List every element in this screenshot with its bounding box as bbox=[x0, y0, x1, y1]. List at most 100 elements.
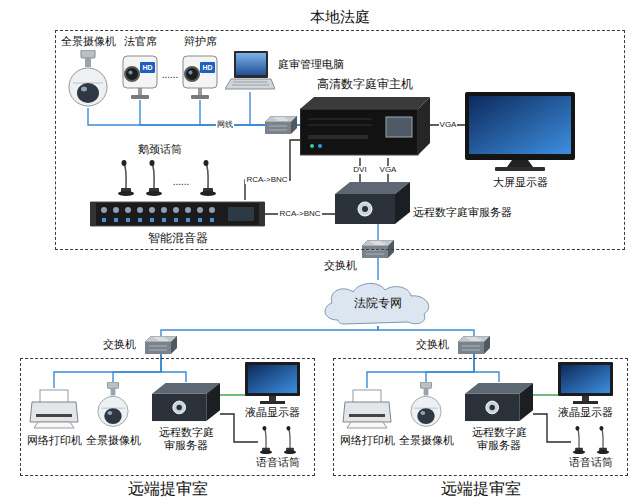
mic-icon bbox=[200, 160, 216, 196]
network-connector bbox=[220, 414, 258, 442]
device-label: 智能混音器 bbox=[148, 231, 208, 245]
device-label: 辩护席 bbox=[184, 35, 217, 48]
device-node: 鹅颈话筒 bbox=[118, 160, 216, 196]
device-label: 远程数字庭审服务器 bbox=[413, 206, 512, 219]
camera-icon bbox=[69, 50, 107, 106]
device-label: 高清数字庭审主机 bbox=[317, 77, 413, 91]
device-label: 法院专网 bbox=[354, 296, 402, 310]
device-node: 交换机 bbox=[362, 240, 394, 258]
device-node: 远程数字庭审服务器 bbox=[335, 182, 410, 224]
camera-icon bbox=[123, 56, 157, 99]
network-cloud: 法院专网 bbox=[318, 280, 438, 326]
signal-label: RCA->BNC bbox=[245, 176, 288, 185]
printer-icon bbox=[30, 390, 78, 428]
device-label: 语音话筒 bbox=[256, 456, 300, 469]
region-title: 远端提审室 bbox=[441, 479, 521, 498]
device-node: 网络打印机 bbox=[341, 388, 393, 430]
device-label: 交换机 bbox=[416, 338, 449, 351]
signal-label: VGA bbox=[379, 166, 398, 175]
signal-label: DVI bbox=[352, 166, 367, 175]
device-label: 网络打印机 bbox=[27, 434, 82, 447]
mic-icon bbox=[597, 426, 609, 454]
device-label: 液晶显示器 bbox=[245, 406, 300, 419]
device-node: 语音话筒 bbox=[571, 426, 611, 454]
device-node: 智能混音器 bbox=[90, 200, 265, 228]
switch-icon bbox=[458, 336, 490, 354]
device-label: 全景摄像机 bbox=[61, 35, 116, 48]
badge-label: HD bbox=[201, 64, 213, 72]
display-icon bbox=[465, 92, 575, 171]
device-label: 远程数字庭审服务器 bbox=[468, 426, 530, 452]
network-connector bbox=[377, 258, 378, 280]
device-node: 全景摄像机 bbox=[68, 50, 108, 108]
device-node: 全景摄像机 bbox=[409, 382, 443, 428]
printer-icon bbox=[343, 390, 391, 428]
mic-icon bbox=[118, 160, 134, 196]
device-label: 法官席 bbox=[124, 35, 157, 48]
device-label: 全景摄像机 bbox=[86, 434, 141, 447]
network-connector bbox=[533, 394, 558, 395]
server-icon bbox=[152, 383, 220, 421]
mic-icon bbox=[260, 426, 272, 454]
badge-label: HD bbox=[141, 64, 153, 72]
network-connector bbox=[220, 394, 245, 395]
camera-icon bbox=[183, 56, 217, 99]
room-region: 本地法庭全景摄像机法官席辩护席庭审管理电脑高清数字庭审主机大屏显示器鹅颈话筒智能… bbox=[55, 30, 625, 250]
device-label: 语音话筒 bbox=[569, 456, 613, 469]
device-label: 远程数字庭审服务器 bbox=[155, 426, 217, 452]
switch-icon bbox=[145, 336, 177, 354]
network-connector bbox=[377, 224, 378, 240]
device-label: 鹅颈话筒 bbox=[138, 143, 182, 156]
camera-icon bbox=[98, 382, 128, 426]
switch-icon bbox=[265, 116, 297, 134]
host-icon bbox=[300, 97, 430, 155]
region-title: 远端提审室 bbox=[128, 479, 208, 498]
device-label: 大屏显示器 bbox=[493, 176, 548, 189]
device-node: 高清数字庭审主机 bbox=[300, 95, 430, 158]
camera-icon bbox=[411, 382, 441, 426]
mic-icon bbox=[573, 426, 585, 454]
ellipsis-label: ...... bbox=[161, 69, 180, 80]
device-node: 远程数字庭审服务器 bbox=[152, 382, 220, 422]
device-node: 全景摄像机 bbox=[96, 382, 130, 428]
device-node: 网络打印机 bbox=[28, 388, 80, 430]
network-connector bbox=[533, 414, 571, 442]
device-node: 液晶显示器 bbox=[245, 362, 300, 404]
device-node: 大屏显示器 bbox=[465, 92, 575, 172]
mic-icon bbox=[146, 160, 162, 196]
device-node: 交换机 bbox=[458, 336, 490, 354]
switch-icon bbox=[362, 240, 394, 258]
room-region: 远端提审室网络打印机全景摄像机远程数字庭审服务器液晶显示器语音话筒 bbox=[20, 358, 315, 476]
device-label: 液晶显示器 bbox=[558, 406, 613, 419]
mixer-icon bbox=[90, 202, 265, 226]
device-node: 语音话筒 bbox=[258, 426, 298, 454]
device-label: 全景摄像机 bbox=[399, 434, 454, 447]
ellipsis-label: ...... bbox=[172, 176, 191, 187]
monitor-icon bbox=[245, 362, 300, 404]
monitor-icon bbox=[558, 362, 613, 404]
network-connector bbox=[378, 326, 474, 336]
device-node: 法官席 bbox=[122, 52, 158, 100]
signal-label: 网线 bbox=[216, 121, 234, 130]
device-node: 远程数字庭审服务器 bbox=[465, 382, 533, 422]
signal-label: VGA bbox=[439, 121, 458, 130]
device-node: 交换机 bbox=[145, 336, 177, 354]
device-label: 网络打印机 bbox=[340, 434, 395, 447]
device-node: 庭审管理电脑 bbox=[225, 50, 275, 92]
region-title: 本地法庭 bbox=[310, 8, 370, 26]
network-connector bbox=[245, 140, 300, 200]
signal-label: RCA->BNC bbox=[278, 210, 321, 219]
room-region: 远端提审室网络打印机全景摄像机远程数字庭审服务器液晶显示器语音话筒 bbox=[333, 358, 628, 476]
server-icon bbox=[465, 383, 533, 421]
device-label: 庭审管理电脑 bbox=[278, 58, 344, 71]
device-label: 交换机 bbox=[324, 259, 357, 272]
laptop-icon bbox=[225, 51, 275, 89]
device-node: 液晶显示器 bbox=[558, 362, 613, 404]
mic-icon bbox=[284, 426, 296, 454]
device-label: 交换机 bbox=[103, 338, 136, 351]
network-connector bbox=[161, 326, 378, 336]
cloud-shape bbox=[325, 283, 429, 324]
